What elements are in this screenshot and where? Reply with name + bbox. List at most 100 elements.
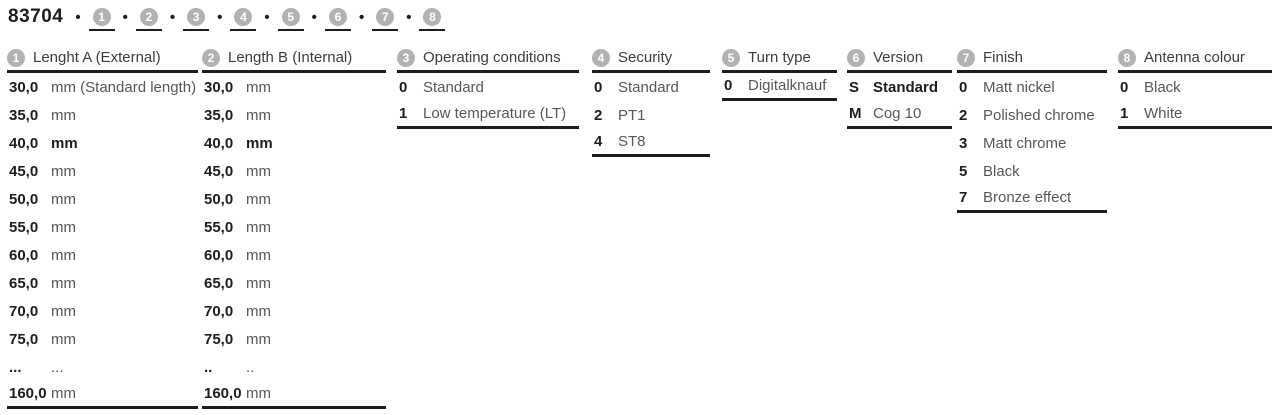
option-code: 0 [399,78,408,96]
option-row: 0 Standard [397,73,579,101]
option-code: 30,0 [9,78,39,96]
option-label: mm [51,274,76,292]
option-label: mm [246,218,271,236]
option-code: 0 [1120,78,1129,96]
option-row: ...... [7,353,198,381]
bullet-separator: • [217,8,223,26]
ordering-positions: •1•2•3•4•5•6•7•8 [67,4,446,31]
option-row: S Standard [847,73,952,101]
product-code: 83704 [8,6,64,27]
column-number-badge: 7 [957,48,975,67]
column-header: 2 Length B (Internal) [202,45,386,73]
option-label: .. [246,358,255,376]
option-row: 50,0 mm [202,185,386,213]
option-label: mm [51,218,76,236]
option-label: mm [246,134,273,152]
option-row: M Cog 10 [847,101,952,129]
position-6-underline: 6 [324,7,351,31]
option-label: Matt nickel [983,78,1055,96]
option-label: mm [246,106,271,124]
column-title: Lenght A (External) [33,49,161,66]
option-code: 55,0 [204,218,234,236]
column-title: Turn type [748,49,811,66]
column-header: 7 Finish [957,45,1107,73]
option-code: 30,0 [204,78,234,96]
column-number-badge: 4 [592,48,610,67]
option-label: mm [246,274,271,292]
bullet-separator: • [122,8,128,26]
option-list: 0 Digitalknauf [722,73,837,101]
option-label: Digitalknauf [748,77,827,94]
option-row: 40,0 mm [202,129,386,157]
option-code: 60,0 [204,246,234,264]
option-label: mm [246,246,271,264]
option-label: Standard [873,78,939,96]
bullet-separator: • [169,8,176,26]
option-code: 0 [959,78,968,96]
option-code: 4 [594,133,603,150]
option-code: M [849,105,862,122]
option-code: 3 [959,134,968,152]
option-code: 0 [724,77,733,94]
option-label: mm [51,106,76,124]
option-label: mm [51,190,76,208]
option-label: Standard [423,78,484,96]
option-code: 65,0 [204,274,234,292]
option-code: 50,0 [204,190,234,208]
option-code: S [849,78,860,96]
option-label: mm [51,162,76,180]
option-row: 0 Digitalknauf [722,73,837,101]
option-code: 2 [594,106,603,124]
option-code: 75,0 [9,330,39,348]
option-code: 45,0 [9,162,39,180]
option-label: mm [246,302,271,320]
bullet-separator: • [264,8,270,26]
option-label: mm [246,330,271,348]
column-title: Operating conditions [423,49,561,66]
option-code: 40,0 [9,134,39,152]
option-label: ... [51,358,64,376]
option-label: Cog 10 [873,105,922,122]
column-header: 8 Antenna colour [1118,45,1272,73]
option-row: 35,0 mm [7,101,198,129]
position-4-underline: 4 [230,7,257,31]
column-title: Length B (Internal) [228,49,353,66]
position-8-badge: 8 [423,7,442,26]
column-title: Security [618,49,673,66]
column-title: Finish [983,49,1024,66]
bullet-separator: • [75,8,81,26]
option-code: 35,0 [9,106,39,124]
option-label: mm [246,190,271,208]
option-code: 45,0 [204,162,234,180]
column-title: Antenna colour [1144,49,1245,66]
option-label: mm [51,246,76,264]
column-number-badge: 1 [7,48,25,67]
option-code: 40,0 [204,134,234,152]
option-label: mm [246,162,271,180]
option-code: 7 [959,189,968,206]
option-code: 5 [959,162,968,180]
bullet-separator: • [406,8,412,26]
